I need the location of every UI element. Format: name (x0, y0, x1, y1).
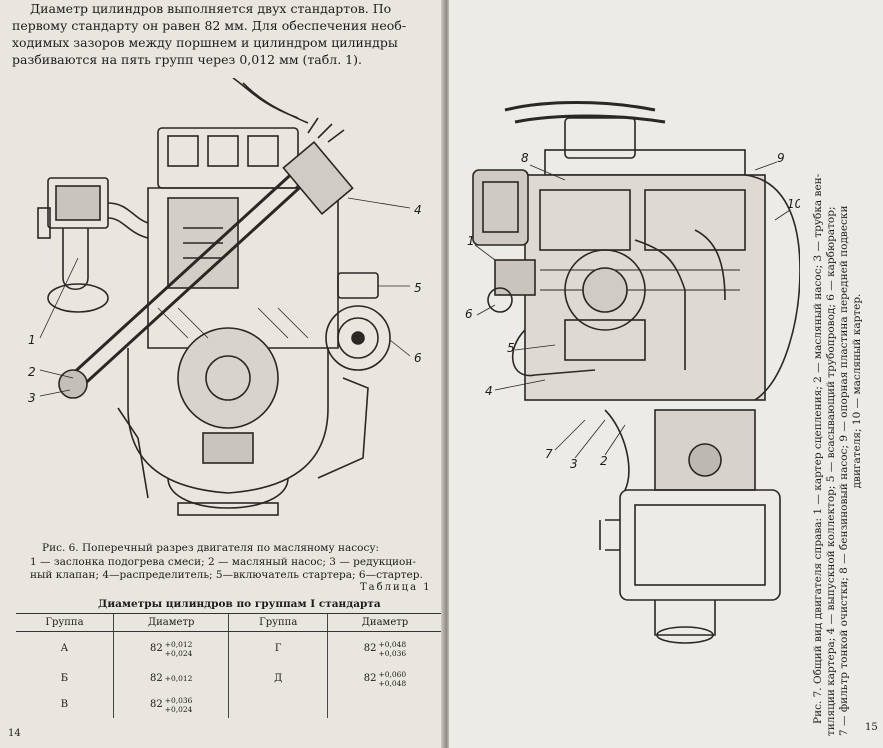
figure6-caption: Рис. 6. Поперечный разрез двигателя по м… (30, 542, 442, 583)
fig7-label: 6 (465, 307, 473, 321)
group-cell: Д (228, 665, 328, 692)
tolerance-upper: +0,048 (378, 639, 407, 649)
table-row: В 82+0,036+0,024 (16, 691, 442, 718)
page-number: 14 (8, 728, 21, 739)
diameter-base: 82 (149, 673, 163, 684)
fig7-label: 7 (545, 447, 553, 461)
diameter-cell: 82+0,036+0,024 (112, 691, 229, 718)
fig7-label: 4 (485, 384, 493, 398)
tolerance-lower: +0,024 (164, 648, 193, 658)
caption-line: ный клапан; 4—распределитель; 5—включате… (30, 569, 423, 581)
fig6-label: 1 (28, 333, 36, 347)
fig7-label: 5 (507, 341, 515, 355)
tolerance-lower: +0,048 (378, 678, 407, 688)
table-header: Диаметр (326, 613, 442, 632)
intro-line: первому стандарту он равен 82 мм. Для об… (12, 18, 407, 33)
table-row: Б 82+0,012 Д 82+0,060+0,048 (16, 665, 442, 692)
diameter-cell: 82+0,048+0,036 (326, 631, 442, 666)
fig7-label: 10 (787, 197, 800, 211)
cylinder-diameter-table: Группа Диаметр Группа Диаметр А 82+0,012… (16, 613, 442, 718)
fig6-label: 5 (414, 281, 422, 295)
fig6-label: 2 (28, 365, 36, 379)
engine-cross-section-drawing: 1 2 3 4 5 6 (28, 78, 422, 516)
fig7-label: 8 (521, 151, 529, 165)
caption-line: Рис. 6. Поперечный разрез двигателя по м… (42, 542, 380, 554)
group-cell: Б (60, 673, 69, 684)
intro-paragraph: Диаметр цилиндров выполняется двух станд… (12, 0, 440, 68)
figure7-caption: Рис. 7. Общий вид двигателя справа: 1 — … (812, 46, 864, 736)
intro-line: разбиваются на пять групп через 0,012 мм… (12, 52, 362, 67)
table-header: Группа (228, 613, 328, 632)
tolerance-upper: +0,012 (164, 639, 193, 649)
caption-line: тиляции картера; 4 — выпускной коллектор… (825, 206, 837, 737)
table-row: А 82+0,012+0,024 Г 82+0,048+0,036 (16, 631, 442, 666)
caption-line: 7 — фильтр тонкой очистки; 8 — бензиновы… (838, 205, 850, 736)
diameter-cell: 82+0,060+0,048 (326, 665, 442, 692)
tolerance-upper: +0,012 (164, 674, 193, 683)
fig6-label: 3 (28, 391, 36, 405)
fig6-label: 4 (414, 203, 422, 217)
table-label: Таблица 1 (360, 582, 432, 593)
group-cell: А (60, 643, 69, 655)
table-title: Диаметры цилиндров по группам I стандарт… (98, 598, 381, 610)
diameter-base: 82 (363, 643, 377, 655)
diameter-cell: 82+0,012+0,024 (112, 631, 229, 666)
tolerance-upper: +0,036 (164, 695, 193, 705)
fig6-label: 6 (414, 351, 422, 365)
left-page: Диаметр цилиндров выполняется двух станд… (0, 0, 445, 748)
fig7-label: 3 (570, 457, 578, 471)
diameter-base: 82 (363, 673, 377, 684)
engine-side-view-drawing: 1 2 3 4 5 6 7 8 9 10 (465, 101, 800, 644)
group-cell: В (60, 699, 69, 710)
table-header: Диаметр (112, 613, 229, 632)
fig7-label: 1 (467, 234, 475, 248)
diameter-base: 82 (149, 699, 163, 710)
caption-line: 1 — заслонка подогрева смеси; 2 — маслян… (30, 555, 416, 568)
tolerance-upper: +0,060 (378, 669, 407, 679)
diameter-base: 82 (149, 643, 163, 655)
intro-line: ходимых зазоров между поршнем и цилиндро… (12, 35, 398, 50)
page-number: 15 (865, 722, 878, 733)
diameter-cell: 82+0,012 (112, 665, 229, 692)
tolerance-lower: +0,036 (378, 648, 407, 658)
intro-line: Диаметр цилиндров выполняется двух станд… (30, 1, 392, 16)
tolerance-lower: +0,024 (164, 704, 193, 714)
diameter-cell (326, 691, 442, 718)
table-header: Группа (16, 613, 114, 632)
caption-line: двигателя; 10 — масляный картер. (851, 293, 863, 489)
group-cell (228, 691, 328, 718)
group-cell: Г (228, 631, 328, 666)
fig7-label: 9 (777, 151, 785, 165)
caption-line: Рис. 7. Общий вид двигателя справа: 1 — … (812, 173, 824, 724)
fig7-label: 2 (600, 454, 608, 468)
